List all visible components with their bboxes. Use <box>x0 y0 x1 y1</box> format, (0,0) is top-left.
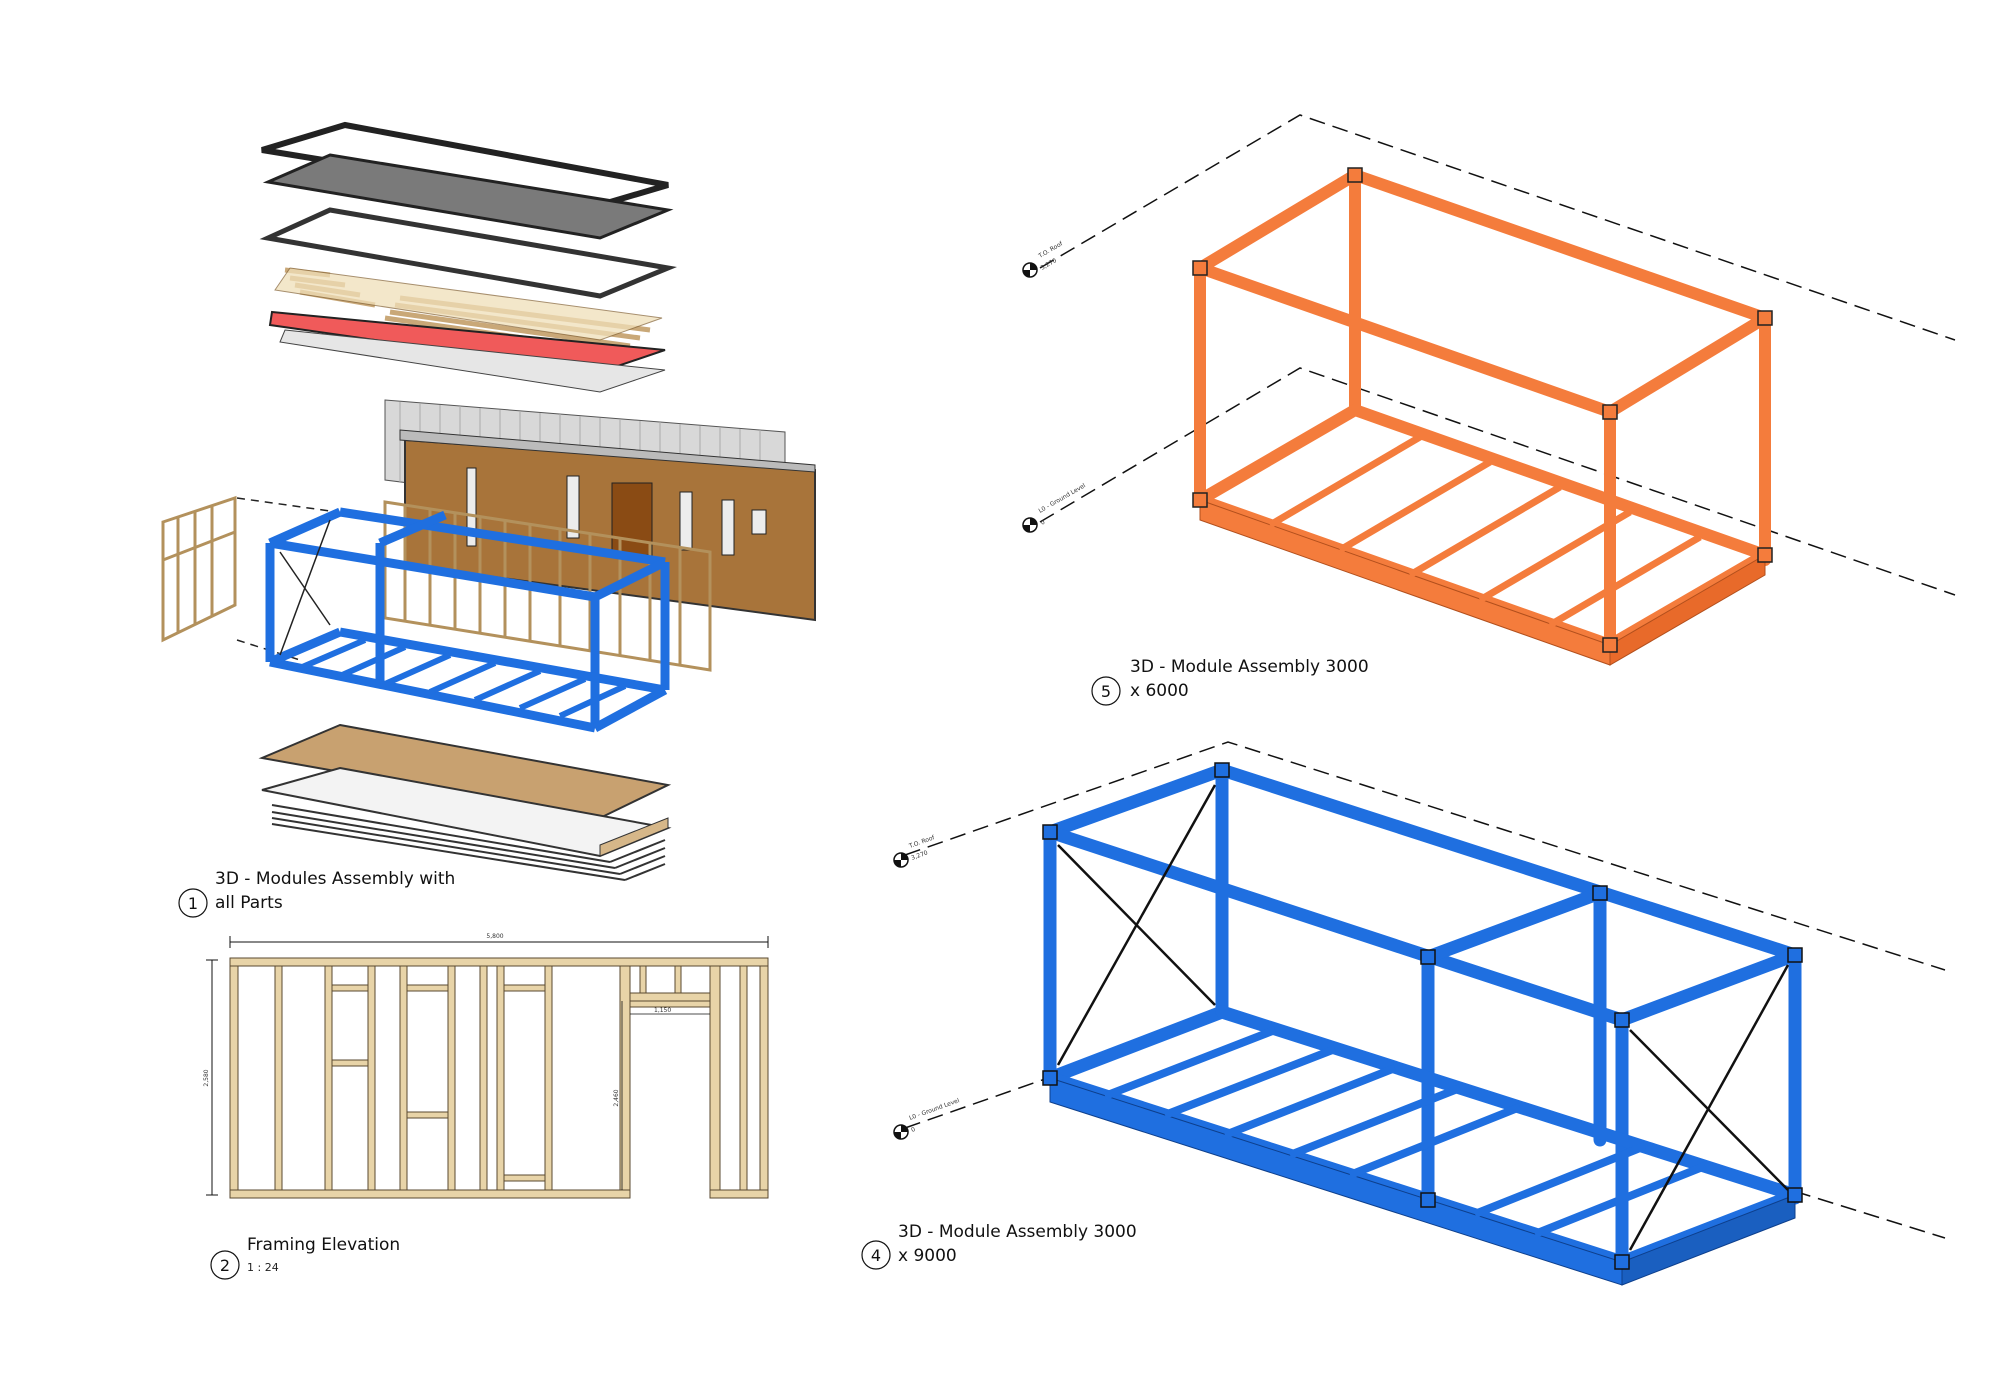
blue-module-cross-braces <box>1056 784 1790 1251</box>
orange-joints <box>1192 167 1773 653</box>
view-2-scale: 1 : 24 <box>247 1261 279 1274</box>
view-1-marker <box>178 888 208 918</box>
view-1-exploded-assembly: 1 3D - Modules Assembly with all Parts <box>161 121 816 918</box>
view-2-marker <box>210 1250 240 1280</box>
wall-door <box>611 482 653 556</box>
floor-decking-layers <box>271 804 666 881</box>
view-1-title-line1: 3D - Modules Assembly with <box>215 869 455 889</box>
dim-text-width: 5,800 <box>486 933 503 940</box>
view-5-number: 5 <box>1101 682 1111 701</box>
blue-steel-frame <box>1043 763 1802 1272</box>
roof-level-icon-orange <box>1023 263 1037 277</box>
view-2-title: Framing Elevation <box>247 1235 400 1255</box>
view-4-marker <box>861 1240 891 1270</box>
ground-level-line-orange <box>1039 367 1956 596</box>
dim-text-height: 2,580 <box>203 1069 210 1086</box>
wall-window-5 <box>751 509 767 535</box>
wall-window-2 <box>566 475 580 539</box>
end-wall-dash-top <box>236 497 381 519</box>
roof-membrane-panel <box>262 153 674 240</box>
view-1-number: 1 <box>188 894 198 913</box>
blue-floor-joists <box>298 637 627 719</box>
blue-module-floor-joists <box>1103 1026 1707 1238</box>
view-2-framing-elevation: 5,800 2,580 <box>203 933 769 1280</box>
roof-level-value-orange: 3,270 <box>1040 257 1059 272</box>
floor-board-edge <box>599 817 669 857</box>
wall-top-trim <box>399 429 816 473</box>
roof-joist-band <box>274 267 663 341</box>
roof-deck-frame <box>259 207 677 299</box>
view-5-title-line1: 3D - Module Assembly 3000 <box>1130 657 1369 677</box>
orange-base-beam-face <box>1199 499 1611 666</box>
roof-level-value-blue: 3,270 <box>910 849 929 862</box>
roof-level-icon-blue <box>894 853 908 867</box>
view-4-title-line1: 3D - Module Assembly 3000 <box>898 1222 1137 1242</box>
ground-level-value-blue: 0 <box>910 1126 916 1134</box>
blue-steel-module-exploded <box>265 507 670 733</box>
view-4-title-line2: x 9000 <box>898 1246 957 1266</box>
view-5-title-line2: x 6000 <box>1130 681 1189 701</box>
ground-level-icon-orange <box>1023 518 1037 532</box>
roof-level-name-orange: T.O. Roof <box>1037 240 1065 260</box>
orange-steel-frame <box>1194 169 1771 661</box>
blue-base-beam-end <box>1621 1194 1796 1286</box>
blue-joints <box>1042 762 1803 1270</box>
view-5-marker <box>1091 676 1121 706</box>
view-2-number: 2 <box>220 1256 230 1275</box>
orange-base-beam-end <box>1609 554 1766 666</box>
ground-level-name-orange: L0 - Ground Level <box>1038 482 1088 515</box>
roof-level-name-blue: T.O. Roof <box>907 834 936 850</box>
wall-window-4 <box>721 499 735 556</box>
dim-text-header: 1,150 <box>654 1007 671 1014</box>
orange-floor-joists <box>1268 433 1702 629</box>
wall-window-3 <box>679 491 693 551</box>
roof-level-line-blue <box>904 741 1946 971</box>
elevation-frame <box>229 957 769 1199</box>
dim-text-door: 2,460 <box>613 1089 620 1106</box>
roof-level-line-orange <box>1039 114 1956 341</box>
view-5-orange-module: T.O. Roof 3,270 L0 - Ground Level 0 <box>1022 114 1956 706</box>
ground-level-icon-blue <box>894 1125 908 1139</box>
blue-cross-brace <box>279 519 331 656</box>
ceiling-board <box>279 329 666 393</box>
view-4-number: 4 <box>871 1246 881 1265</box>
view-1-title-line2: all Parts <box>215 893 283 913</box>
end-wall-frame <box>161 495 237 643</box>
view-4-blue-module: T.O. Roof 3,270 L0 - Ground Level 0 <box>861 741 1946 1286</box>
wall-window-1 <box>466 467 477 547</box>
ground-level-value-orange: 0 <box>1040 519 1047 527</box>
